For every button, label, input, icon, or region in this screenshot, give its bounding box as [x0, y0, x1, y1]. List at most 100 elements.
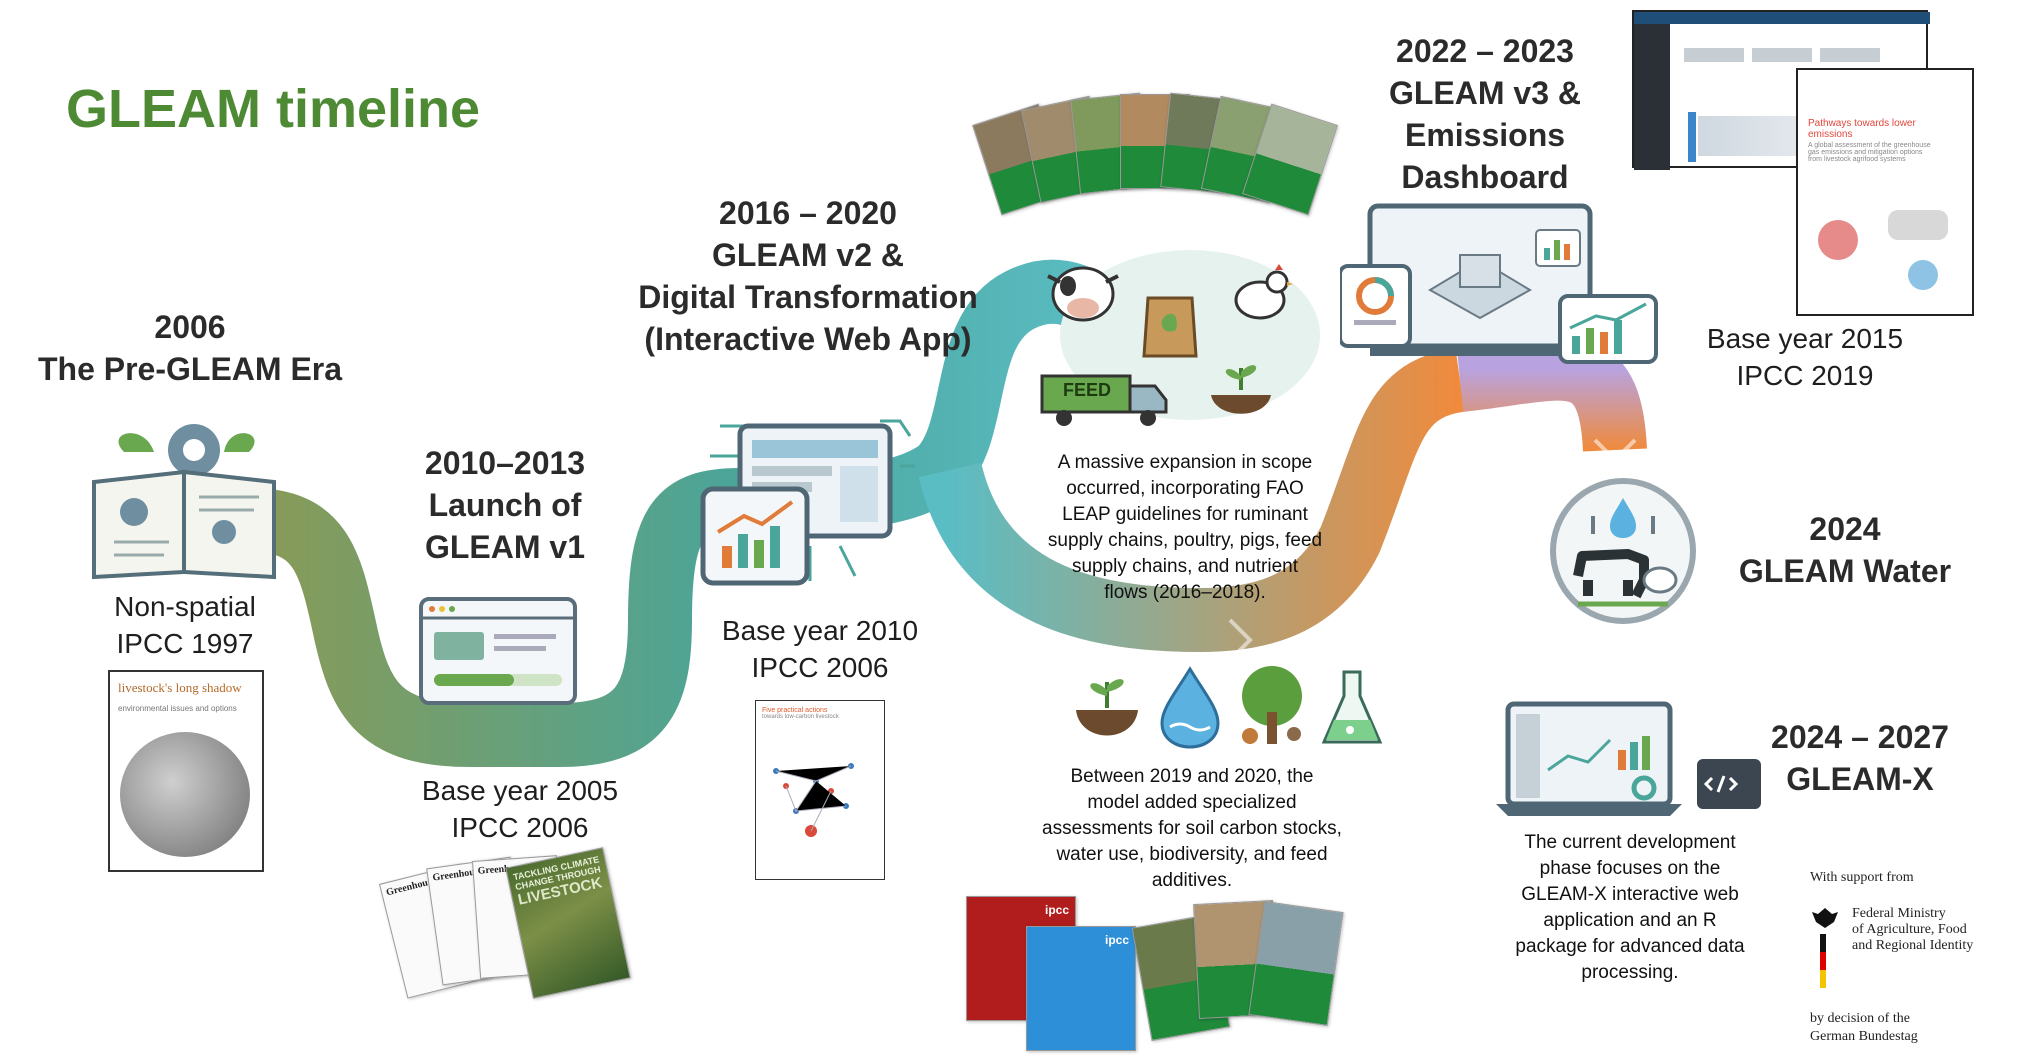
- sankey-bar: [1688, 112, 1696, 162]
- milestone-detail-line: Base year 2010: [721, 615, 919, 646]
- climate-change-livestock-cover: TACKLING CLIMATE CHANGE THROUGH LIVESTOC…: [505, 847, 631, 999]
- livestock-photos-fan: [972, 92, 1345, 216]
- paragraph-line: application and an R: [1543, 910, 1717, 931]
- milestone-detail-line: IPCC 1997: [116, 628, 254, 659]
- milestone-detail-line: Non-spatial: [114, 591, 256, 622]
- milestone-heading-line: GLEAM Water: [1738, 553, 1952, 589]
- paragraph-line: water use, biodiversity, and feed: [1056, 844, 1328, 865]
- cow-icon: [1038, 256, 1128, 326]
- cover-title: Five practical actions: [762, 707, 828, 714]
- paragraph-line: occurred, incorporating FAO: [1066, 478, 1304, 499]
- milestone-2022-details: Base year 2015 IPCC 2019: [1665, 320, 1945, 394]
- road-chevron: [1593, 618, 1637, 643]
- german-eagle-icon: [1810, 906, 1840, 990]
- milestone-detail-line: IPCC 2019: [1736, 360, 1874, 391]
- paragraph-line: Between 2019 and 2020, the: [1070, 766, 1314, 787]
- milestone-2016-heading: 2016 – 2020 GLEAM v2 & Digital Transform…: [620, 192, 996, 360]
- paragraph-line: The current development: [1524, 832, 1736, 853]
- globe-shadow-image: [120, 732, 250, 857]
- decision-line: by decision of the: [1810, 1011, 1910, 1026]
- paragraph-line: flows (2016–2018).: [1104, 582, 1266, 603]
- road-chevron: [1593, 438, 1637, 463]
- milestone-heading-line: Launch of: [428, 487, 582, 523]
- milestone-heading-line: (Interactive Web App): [644, 321, 972, 357]
- road-segment-4: [1456, 336, 1647, 453]
- ipcc-label: ipcc: [1104, 933, 1129, 947]
- assessment-reports-fan: ipcc ipcc: [966, 896, 1366, 1051]
- milestone-2022-heading: 2022 – 2023 GLEAM v3 & Emissions Dashboa…: [1350, 30, 1620, 198]
- cover-title: livestock's long shadow: [118, 680, 242, 695]
- photo-card: [1248, 900, 1344, 1027]
- paragraph-line: A massive expansion in scope: [1057, 452, 1313, 473]
- milestone-detail-line: IPCC 2006: [751, 652, 889, 683]
- dashboard-kpi: [1684, 48, 1744, 62]
- ministry-name: Federal Ministry of Agriculture, Food an…: [1852, 906, 1973, 954]
- paragraph-line: supply chains, poultry, pigs, feed: [1047, 530, 1323, 551]
- milestone-heading-line: GLEAM v1: [424, 529, 586, 565]
- chicken-icon: [1225, 262, 1295, 327]
- ministry-line: of Agriculture, Food: [1852, 922, 1967, 937]
- laptop-analytics-icon: [1494, 700, 1684, 820]
- paragraph-line: GLEAM-X interactive web: [1521, 884, 1739, 905]
- milestone-2010-heading: 2010–2013 Launch of GLEAM v1: [370, 442, 640, 568]
- milestone-heading-line: GLEAM-X: [1786, 761, 1934, 797]
- road-segment-3: [918, 348, 1466, 653]
- milestone-heading-line: 2010–2013: [424, 445, 586, 481]
- browser-window-icon: [418, 596, 578, 706]
- bundestag-decision: by decision of the German Bundestag: [1810, 1010, 1918, 1046]
- cover-dot: [1908, 260, 1938, 290]
- cover-subtitle: from livestock agrifood systems: [1808, 156, 1906, 163]
- ministry-line: Federal Ministry: [1852, 906, 1946, 921]
- milestone-detail-line: IPCC 2006: [451, 812, 589, 843]
- dashboard-kpi: [1820, 48, 1880, 62]
- farm-dashboard-icon: [1340, 200, 1660, 370]
- expansion-description: A massive expansion in scope occurred, i…: [1020, 450, 1350, 606]
- feed-truck-label: FEED: [1062, 380, 1111, 400]
- milestone-2006-heading: 2006 The Pre-GLEAM Era: [30, 306, 350, 390]
- dashboard-kpi: [1752, 48, 1812, 62]
- cover-subtitle: towards low-carbon livestock: [762, 714, 839, 720]
- current-phase-description: The current development phase focuses on…: [1480, 830, 1780, 986]
- cover-title: Pathways towards lower emissions: [1808, 118, 1916, 140]
- flask-icon: [1320, 668, 1384, 748]
- milestone-2016-details: Base year 2010 IPCC 2006: [690, 612, 950, 686]
- milestone-heading-line: Digital Transformation: [638, 279, 978, 315]
- milestone-detail-line: Base year 2015: [1706, 323, 1904, 354]
- milestone-2024-water-heading: 2024 GLEAM Water: [1700, 508, 1990, 592]
- dashboard-sidebar: [1634, 24, 1670, 170]
- greenhouse-reports-stack: Greenhouse Greenhouse Greenhouse TACKLIN…: [378, 847, 632, 1002]
- cover-subtitle: gas emissions and mitigation options: [1808, 149, 1923, 156]
- milestone-heading-line: 2024: [1809, 511, 1881, 547]
- cover-dot: [1818, 220, 1858, 260]
- tablet-chart-icon: [700, 486, 810, 586]
- decision-line: German Bundestag: [1810, 1029, 1918, 1044]
- network-illustration: [773, 763, 854, 837]
- milestone-heading-line: GLEAM v2 &: [711, 237, 905, 273]
- cover-cow-shape: [1888, 210, 1948, 240]
- milestone-heading-line: 2006: [154, 309, 226, 345]
- pathways-lower-emissions-cover: Pathways towards lower emissions A globa…: [1796, 68, 1974, 316]
- assessments-description: Between 2019 and 2020, the model added s…: [1022, 764, 1362, 894]
- paragraph-line: assessments for soil carbon stocks,: [1042, 818, 1342, 839]
- road-segment-1: [248, 468, 741, 767]
- road-chevron: [1228, 618, 1253, 662]
- paragraph-line: package for advanced data: [1515, 936, 1745, 957]
- paragraph-line: phase focuses on the: [1539, 858, 1721, 879]
- milestone-heading-line: 2016 – 2020: [719, 195, 897, 231]
- cover-subtitle: environmental issues and options: [118, 704, 237, 713]
- cover-subtitle: A global assessment of the greenhouse: [1808, 142, 1931, 149]
- milestone-heading-line: Emissions: [1404, 117, 1566, 153]
- seedling-icon: [1206, 350, 1276, 425]
- milestone-heading-line: GLEAM v3 &: [1388, 75, 1582, 111]
- page-title: GLEAM timeline: [66, 79, 481, 139]
- support-label: With support from: [1810, 870, 1914, 885]
- five-practical-actions-cover: Five practical actions towards low-carbo…: [755, 700, 885, 880]
- paragraph-line: model added specialized: [1087, 792, 1297, 813]
- ipcc-blue-cover: ipcc: [1026, 926, 1136, 1051]
- ministry-line: and Regional Identity: [1852, 938, 1974, 953]
- soil-seedling-icon: [1072, 668, 1142, 748]
- paragraph-line: processing.: [1581, 962, 1679, 983]
- paragraph-line: supply chains, and nutrient: [1071, 556, 1299, 577]
- milestone-heading-line: Dashboard: [1401, 159, 1569, 195]
